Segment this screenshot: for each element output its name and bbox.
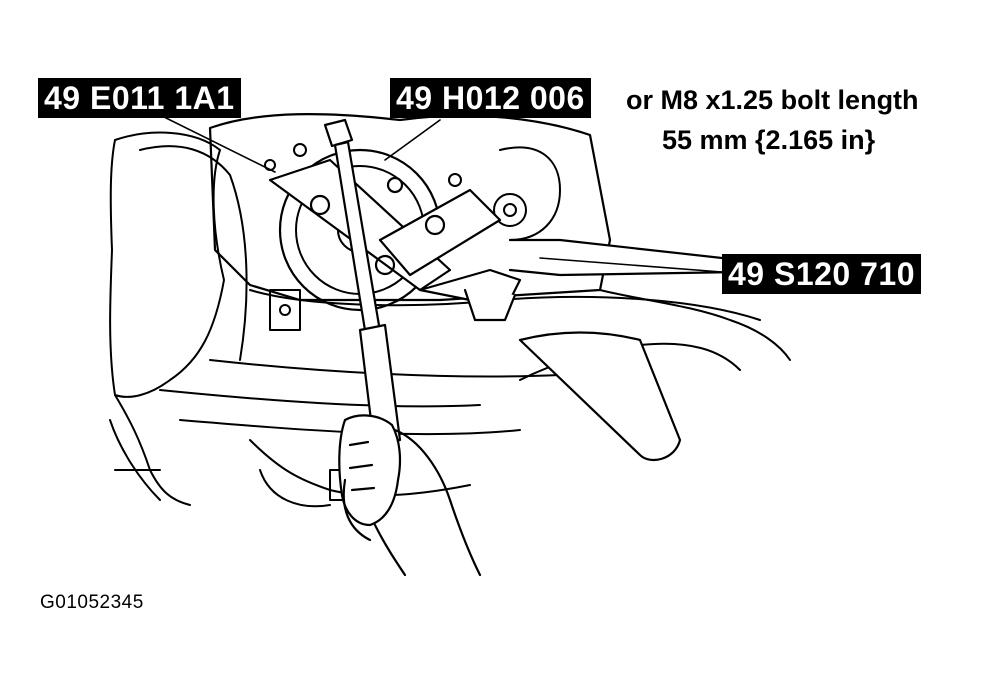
tool-callout-49-s120-710: 49 S120 710: [722, 254, 921, 294]
bolt-spec-line-2: 55 mm {2.165 in}: [662, 125, 876, 155]
engine-block: [139, 113, 791, 508]
hand-illustration: [338, 414, 482, 577]
bolt-spec-line-1: or M8 x1.25 bolt length: [626, 85, 919, 115]
leader-lines: [159, 114, 723, 273]
tool-callout-49-e011-1a1: 49 E011 1A1: [38, 78, 241, 118]
tool-callout-49-h012-006: 49 H012 006: [390, 78, 591, 118]
left-panel: [109, 131, 225, 506]
holder-tool: [268, 158, 522, 322]
figure-id: G01052345: [40, 592, 144, 613]
long-handle: [508, 238, 742, 462]
breaker-bar: [323, 118, 402, 447]
